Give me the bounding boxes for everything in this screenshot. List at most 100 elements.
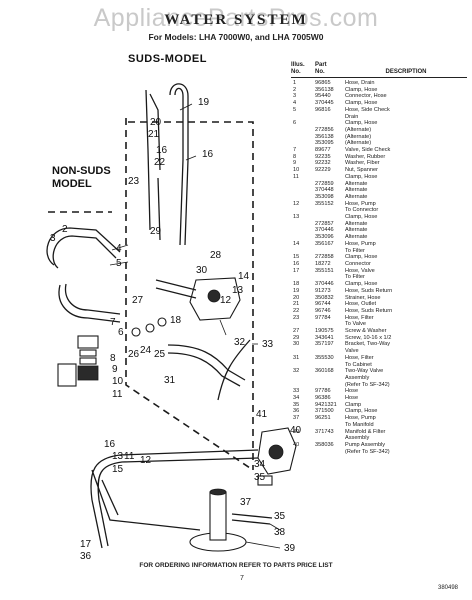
pump-hub xyxy=(268,444,284,460)
parts-row-illus-no: 18 xyxy=(293,281,300,288)
callout-6: 6 xyxy=(118,327,124,338)
side-check-valve xyxy=(77,335,99,349)
parts-row-part-no: 370446 xyxy=(315,227,334,234)
parts-row-part-no xyxy=(315,321,345,328)
parts-row-illus-no xyxy=(291,194,315,201)
parts-row-illus-no xyxy=(291,234,315,241)
col-illus-header: Illus. No. xyxy=(291,62,315,76)
hose-36 xyxy=(91,499,103,549)
parts-row-illus-no xyxy=(291,449,315,456)
parts-row-description: Clamp, Hose xyxy=(345,408,378,415)
callout-31: 31 xyxy=(164,375,176,386)
parts-row-description: Clamp, Hose xyxy=(345,173,378,180)
parts-row-description: Clamp, Hose xyxy=(345,281,378,288)
parts-row-description: Clamp, Hose xyxy=(345,214,378,221)
parts-row-part-no: 353095 xyxy=(315,140,334,147)
valve-to-filter-hose xyxy=(101,479,119,516)
hose-38-inner xyxy=(231,513,273,519)
parts-row-part-no: 97784 xyxy=(315,314,331,321)
parts-row-part-no: 343641 xyxy=(315,334,334,341)
callout-20: 20 xyxy=(150,117,162,128)
side-check-hose xyxy=(58,284,121,323)
parts-row-description: Hose, Drain xyxy=(345,80,375,86)
callout-3: 3 xyxy=(50,233,56,244)
parts-row-description: Hose, Filter xyxy=(345,354,374,361)
parts-row: Assembly xyxy=(291,435,467,442)
parts-row-description: Valve xyxy=(345,348,359,355)
parts-row: Valve xyxy=(291,348,467,355)
callout-12: 12 xyxy=(220,295,232,306)
parts-row-illus-no xyxy=(291,181,315,188)
parts-row-illus-no: 2 xyxy=(293,86,297,93)
parts-row-part-no: 360168 xyxy=(315,368,334,375)
callout-2: 2 xyxy=(62,224,68,235)
callout-16b: 16 xyxy=(202,149,214,160)
parts-row-illus-no xyxy=(291,221,315,228)
parts-row: 18 370446 Clamp, Hose xyxy=(291,281,467,288)
parts-row-part-no: 92229 xyxy=(315,167,331,174)
col-illus-header-line2: No. xyxy=(291,69,301,75)
parts-row-description: Two-Way Valve xyxy=(345,368,384,375)
hose-27-to-valve xyxy=(155,279,197,291)
watermark: AppliancePartsPros.com xyxy=(93,4,379,32)
parts-row-part-no: 92232 xyxy=(315,160,331,167)
parts-row-illus-no xyxy=(291,274,315,281)
parts-row-part-no xyxy=(315,207,345,214)
parts-row-part-no xyxy=(315,114,345,121)
parts-row-description: To Cabinet xyxy=(345,361,372,368)
parts-row-description: Hose, Valve xyxy=(345,267,375,274)
leader-line-16 xyxy=(185,155,197,161)
parts-row-illus-no: 39 xyxy=(293,428,300,435)
callout-16c: 16 xyxy=(104,439,116,450)
parts-row-description: Bracket, Two-Way xyxy=(345,341,391,348)
parts-row-illus-no xyxy=(291,134,315,141)
col-part-header-line1: Part xyxy=(315,62,327,68)
exploded-diagram xyxy=(46,83,297,552)
parts-row-part-no: 371500 xyxy=(315,408,334,415)
parts-row-description: Nut, Spanner xyxy=(345,167,378,174)
parts-row-illus-no: 36 xyxy=(293,408,300,415)
parts-row-illus-no xyxy=(291,435,315,442)
parts-row: To Valve xyxy=(291,321,467,328)
parts-row: To Filter xyxy=(291,274,467,281)
parts-row-part-no: 91273 xyxy=(315,287,331,294)
parts-row-part-no: 371743 xyxy=(315,428,334,435)
callout-35: 35 xyxy=(254,472,266,483)
parts-row: 353095(Alternate) xyxy=(291,140,467,147)
parts-row-description: Hose xyxy=(345,388,359,395)
parts-row-illus-no: 35 xyxy=(293,401,300,408)
non-suds-label-line1: NON-SUDS xyxy=(52,165,111,177)
parts-row-illus-no xyxy=(291,422,315,429)
manifold-filter-top xyxy=(209,488,227,496)
parts-row-illus-no: 14 xyxy=(293,240,300,247)
parts-row-illus-no xyxy=(291,187,315,194)
parts-row-part-no: 353096 xyxy=(315,234,334,241)
callout-10: 10 xyxy=(112,376,124,387)
callout-7: 7 xyxy=(110,317,116,328)
page-number: 7 xyxy=(240,575,244,582)
parts-row-part-no: 370446 xyxy=(315,281,334,288)
parts-row-illus-no: 12 xyxy=(293,200,300,207)
parts-row-illus-no: 7 xyxy=(293,147,297,154)
parts-row-description: Alternate xyxy=(345,234,368,241)
parts-row-part-no: 92235 xyxy=(315,153,331,160)
callout-26: 26 xyxy=(128,349,140,360)
hose-27-to-valve-inner xyxy=(155,287,197,299)
parts-row-illus-no: 22 xyxy=(293,307,300,314)
parts-row-illus-no xyxy=(291,227,315,234)
parts-row: (Refer To SF-342) xyxy=(291,449,467,456)
callout-24: 24 xyxy=(140,345,152,356)
parts-row-description: Hose, Pump xyxy=(345,200,376,207)
